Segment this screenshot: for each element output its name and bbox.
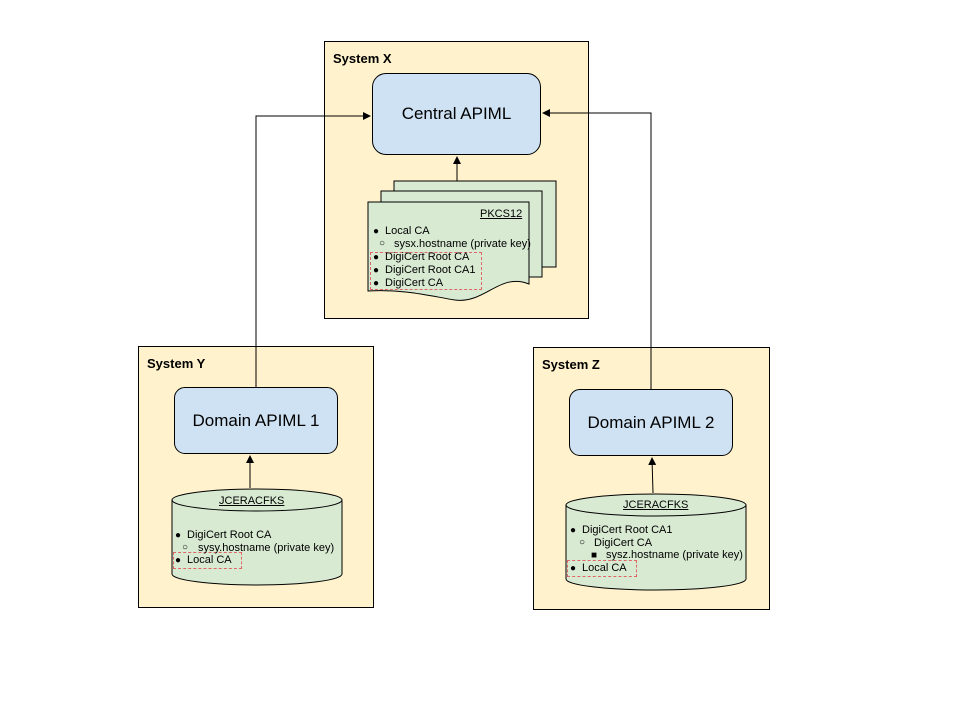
jceracfks-z-item: DigiCert Root CA1 (582, 524, 673, 536)
bullet-icon: ● (570, 525, 577, 536)
domain2-central-link (542, 109, 655, 396)
bullet-icon: ● (373, 265, 380, 276)
pkcs12-item: DigiCert Root CA (385, 251, 470, 263)
domain-apiml-1-label: Domain APIML 1 (192, 410, 320, 430)
system-x-title: System X (333, 51, 392, 66)
domain-apiml-2-node: Domain APIML 2 (569, 389, 733, 456)
bullet-icon: ● (570, 563, 577, 574)
domain-apiml-1-node: Domain APIML 1 (174, 387, 338, 454)
circle-bullet-icon: ○ (579, 537, 586, 548)
pkcs12-item: sysx.hostname (private key) (394, 238, 531, 250)
bullet-icon: ● (175, 555, 182, 566)
jceracfks-y-shape (171, 488, 343, 586)
jceracfks-z-item: DigiCert CA (594, 537, 653, 549)
jceracfks-z-shape (565, 493, 747, 591)
pkcs12-item: DigiCert Root CA1 (385, 264, 476, 276)
jceracfks-z-item: Local CA (582, 562, 627, 574)
jceracfks-z-item: sysz.hostname (private key) (606, 549, 743, 561)
jceracfks-y-item: Local CA (187, 554, 232, 566)
domain-apiml-2-label: Domain APIML 2 (587, 412, 715, 432)
jceracfks-z-label: JCERACFKS (623, 499, 689, 511)
pkcs12-keystore-shape (367, 180, 557, 301)
jceracfks-y-item: DigiCert Root CA (187, 529, 272, 541)
central-apiml-node: Central APIML (372, 73, 541, 155)
pkcs12-item: DigiCert CA (385, 277, 444, 289)
jceracfks-y-item: sysy.hostname (private key) (198, 542, 335, 554)
bullet-icon: ● (373, 278, 380, 289)
jceracfks-y-highlight-box (173, 552, 242, 569)
square-bullet-icon: ■ (591, 550, 598, 561)
pkcs12-label: PKCS12 (480, 208, 523, 220)
circle-bullet-icon: ○ (182, 542, 189, 553)
pkcs12-highlight-box (370, 252, 482, 290)
circle-bullet-icon: ○ (379, 238, 386, 249)
bullet-icon: ● (175, 530, 182, 541)
bullet-icon: ● (373, 226, 380, 237)
system-y-title: System Y (147, 356, 206, 371)
jceracfks-z-highlight-box (567, 560, 637, 577)
jceracfks-z-to-domain2-arrow (648, 457, 657, 494)
bullet-icon: ● (373, 252, 380, 263)
domain1-central-link (252, 112, 371, 394)
jceracfks-y-label: JCERACFKS (219, 495, 285, 507)
pkcs12-item: Local CA (385, 225, 430, 237)
central-apiml-label: Central APIML (401, 104, 512, 123)
